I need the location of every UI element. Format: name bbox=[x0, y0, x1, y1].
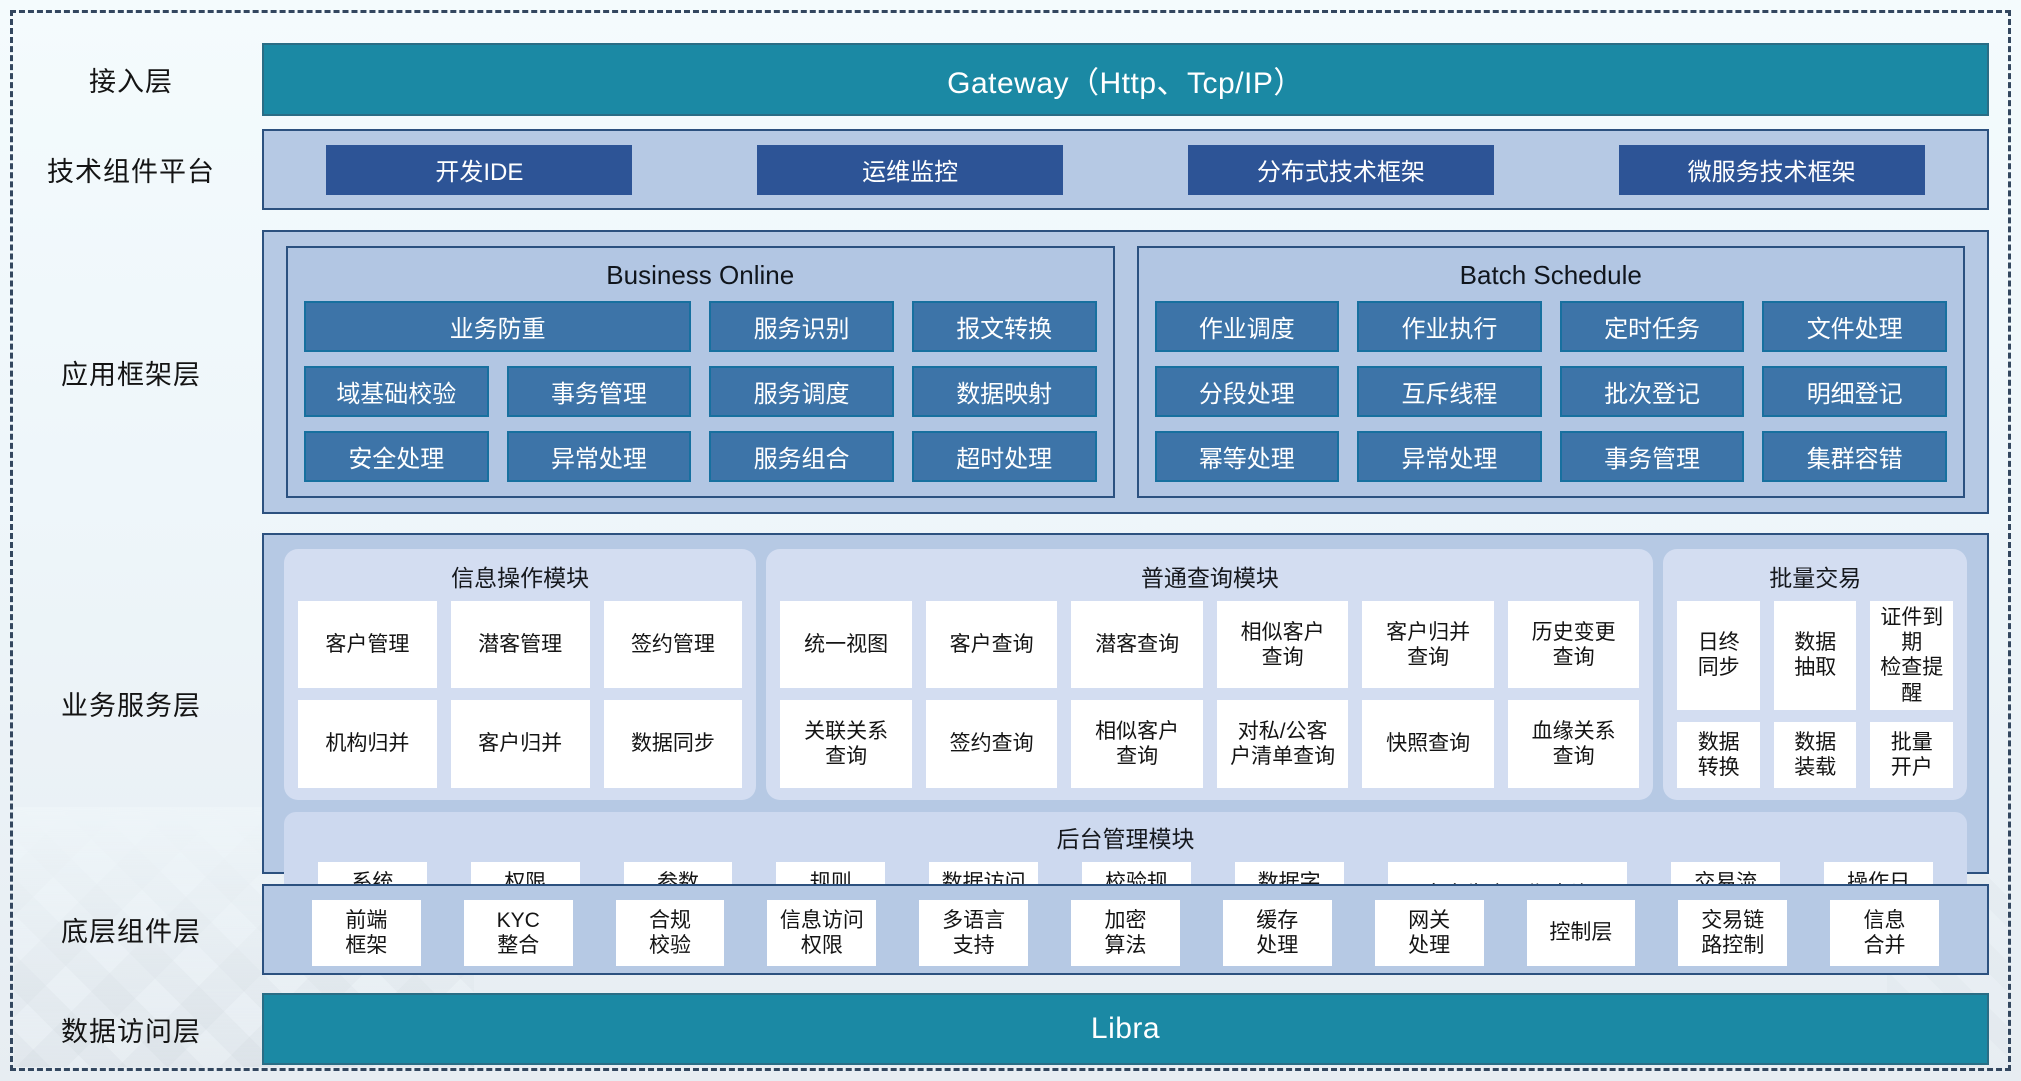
general-query-module: 普通查询模块 统一视图 客户查询 潜客查询 相似客户 查询 客户归并 查询 历史… bbox=[766, 549, 1654, 800]
info-cell: 机构归并 bbox=[298, 700, 437, 788]
base-components-container: 前端 框架 KYC 整合 合规 校验 信息访问 权限 多语言 支持 加密 算法 … bbox=[262, 884, 1989, 975]
query-cell: 血缘关系 查询 bbox=[1507, 700, 1640, 788]
batch-cell: 数据 转换 bbox=[1677, 721, 1760, 788]
batch-trade-title: 批量交易 bbox=[1769, 565, 1862, 591]
batch-schedule-grid: 作业调度 作业执行 定时任务 文件处理 分段处理 互斥线程 批次登记 明细登记 … bbox=[1154, 301, 1947, 482]
fw-button: 数据映射 bbox=[911, 366, 1097, 417]
business-service-container: 信息操作模块 客户管理 潜客管理 签约管理 机构归并 客户归并 数据同步 普通查… bbox=[262, 533, 1989, 940]
fw-button: 文件处理 bbox=[1762, 301, 1947, 352]
base-cell: 前端 框架 bbox=[312, 900, 421, 966]
info-operation-module: 信息操作模块 客户管理 潜客管理 签约管理 机构归并 客户归并 数据同步 bbox=[284, 549, 757, 800]
fw-button: 批次登记 bbox=[1559, 366, 1745, 417]
base-cell: 加密 算法 bbox=[1071, 900, 1180, 966]
batch-cell: 数据 抽取 bbox=[1773, 601, 1857, 710]
layer-label-access: 接入层 bbox=[89, 67, 173, 97]
info-cell: 签约管理 bbox=[603, 601, 743, 689]
fw-button: 幂等处理 bbox=[1154, 431, 1340, 482]
tech-button: 开发IDE bbox=[326, 144, 633, 195]
batch-schedule-title: Batch Schedule bbox=[1459, 260, 1642, 290]
business-online-grid: 业务防重 服务识别 报文转换 域基础校验 事务管理 服务调度 数据映射 安全处理… bbox=[304, 301, 1097, 482]
info-cell: 客户管理 bbox=[298, 601, 437, 689]
fw-button: 超时处理 bbox=[911, 431, 1097, 482]
fw-button: 服务组合 bbox=[709, 431, 894, 482]
app-framework-container: Business Online 业务防重 服务识别 报文转换 域基础校验 事务管… bbox=[262, 230, 1989, 514]
tech-button: 微服务技术框架 bbox=[1618, 144, 1925, 195]
query-cell: 相似客户 查询 bbox=[1071, 700, 1203, 788]
general-query-grid: 统一视图 客户查询 潜客查询 相似客户 查询 客户归并 查询 历史变更 查询 关… bbox=[780, 601, 1640, 788]
batch-schedule-box: Batch Schedule 作业调度 作业执行 定时任务 文件处理 分段处理 … bbox=[1136, 246, 1965, 498]
batch-cell: 数据 装载 bbox=[1773, 721, 1857, 788]
business-online-title: Business Online bbox=[606, 260, 795, 290]
query-cell: 潜客查询 bbox=[1071, 601, 1203, 689]
query-cell: 相似客户 查询 bbox=[1216, 601, 1349, 689]
layer-business-service: 业务服务层 信息操作模块 客户管理 潜客管理 签约管理 机构归并 客户归并 数据… bbox=[0, 533, 2021, 940]
info-operation-title: 信息操作模块 bbox=[451, 565, 590, 591]
info-cell: 客户归并 bbox=[450, 700, 590, 788]
query-cell: 客户归并 查询 bbox=[1362, 601, 1494, 689]
admin-module-title: 后台管理模块 bbox=[1056, 825, 1195, 852]
query-cell: 关联关系 查询 bbox=[780, 700, 912, 788]
layer-data-access: 数据访问层 Libra bbox=[0, 993, 2021, 1065]
batch-trade-module: 批量交易 日终 同步 数据 抽取 证件到期 检查提醒 数据 转换 数据 装载 批… bbox=[1663, 549, 1967, 800]
info-operation-grid: 客户管理 潜客管理 签约管理 机构归并 客户归并 数据同步 bbox=[298, 601, 743, 788]
fw-button: 明细登记 bbox=[1762, 366, 1947, 417]
service-modules-row: 信息操作模块 客户管理 潜客管理 签约管理 机构归并 客户归并 数据同步 普通查… bbox=[284, 549, 1967, 800]
fw-button: 分段处理 bbox=[1154, 366, 1340, 417]
query-cell: 对私/公客 户清单查询 bbox=[1216, 700, 1349, 788]
layer-access: 接入层 Gateway（Http、Tcp/IP） bbox=[0, 43, 2021, 116]
fw-button: 互斥线程 bbox=[1357, 366, 1542, 417]
base-cell: 信息访问 权限 bbox=[767, 900, 877, 966]
fw-button: 事务管理 bbox=[506, 366, 692, 417]
base-cell: 网关 处理 bbox=[1374, 900, 1484, 966]
fw-button: 事务管理 bbox=[1559, 431, 1745, 482]
query-cell: 签约查询 bbox=[925, 700, 1058, 788]
base-cell: 合规 校验 bbox=[615, 900, 725, 966]
batch-cell: 日终 同步 bbox=[1677, 601, 1760, 710]
tech-platform-container: 开发IDE 运维监控 分布式技术框架 微服务技术框架 bbox=[262, 129, 1989, 210]
base-cell: 缓存 处理 bbox=[1222, 900, 1332, 966]
fw-button: 作业执行 bbox=[1357, 301, 1542, 352]
fw-button: 异常处理 bbox=[1357, 431, 1542, 482]
tech-button: 运维监控 bbox=[757, 144, 1064, 195]
fw-button: 报文转换 bbox=[911, 301, 1097, 352]
business-online-box: Business Online 业务防重 服务识别 报文转换 域基础校验 事务管… bbox=[286, 246, 1115, 498]
fw-button: 异常处理 bbox=[506, 431, 692, 482]
query-cell: 客户查询 bbox=[925, 601, 1058, 689]
layer-label-tech-platform: 技术组件平台 bbox=[47, 157, 215, 187]
fw-button: 安全处理 bbox=[304, 431, 489, 482]
fw-button: 服务识别 bbox=[709, 301, 894, 352]
base-cell: 多语言 支持 bbox=[919, 900, 1029, 966]
gateway-bar: Gateway（Http、Tcp/IP） bbox=[262, 43, 1989, 116]
layer-label-data-access: 数据访问层 bbox=[61, 1016, 201, 1047]
fw-button: 定时任务 bbox=[1559, 301, 1745, 352]
fw-button: 集群容错 bbox=[1762, 431, 1947, 482]
batch-trade-grid: 日终 同步 数据 抽取 证件到期 检查提醒 数据 转换 数据 装载 批量 开户 bbox=[1677, 601, 1953, 788]
base-cell: KYC 整合 bbox=[463, 900, 573, 966]
layer-app-framework: 应用框架层 Business Online 业务防重 服务识别 报文转换 域基础… bbox=[0, 230, 2021, 514]
layer-label-business-service: 业务服务层 bbox=[61, 691, 201, 721]
libra-bar: Libra bbox=[262, 993, 1989, 1065]
base-cell: 交易链 路控制 bbox=[1678, 900, 1788, 966]
base-cell: 信息 合并 bbox=[1830, 900, 1939, 966]
query-cell: 历史变更 查询 bbox=[1507, 601, 1640, 689]
layer-label-app-framework: 应用框架层 bbox=[61, 359, 201, 390]
info-cell: 数据同步 bbox=[603, 700, 743, 788]
fw-button: 作业调度 bbox=[1154, 301, 1340, 352]
fw-button: 域基础校验 bbox=[304, 366, 489, 417]
query-cell: 快照查询 bbox=[1362, 700, 1494, 788]
fw-button: 业务防重 bbox=[304, 301, 692, 352]
batch-cell: 证件到期 检查提醒 bbox=[1870, 601, 1953, 710]
info-cell: 潜客管理 bbox=[450, 601, 590, 689]
batch-cell: 批量 开户 bbox=[1870, 721, 1953, 788]
tech-button: 分布式技术框架 bbox=[1187, 144, 1494, 195]
layer-base-components: 底层组件层 前端 框架 KYC 整合 合规 校验 信息访问 权限 多语言 支持 … bbox=[0, 884, 2021, 975]
query-cell: 统一视图 bbox=[780, 601, 912, 689]
general-query-title: 普通查询模块 bbox=[1140, 565, 1279, 591]
layer-tech-platform: 技术组件平台 开发IDE 运维监控 分布式技术框架 微服务技术框架 bbox=[0, 129, 2021, 210]
base-cell: 控制层 bbox=[1526, 900, 1636, 966]
fw-button: 服务调度 bbox=[709, 366, 894, 417]
layer-label-base-components: 底层组件层 bbox=[61, 917, 201, 947]
